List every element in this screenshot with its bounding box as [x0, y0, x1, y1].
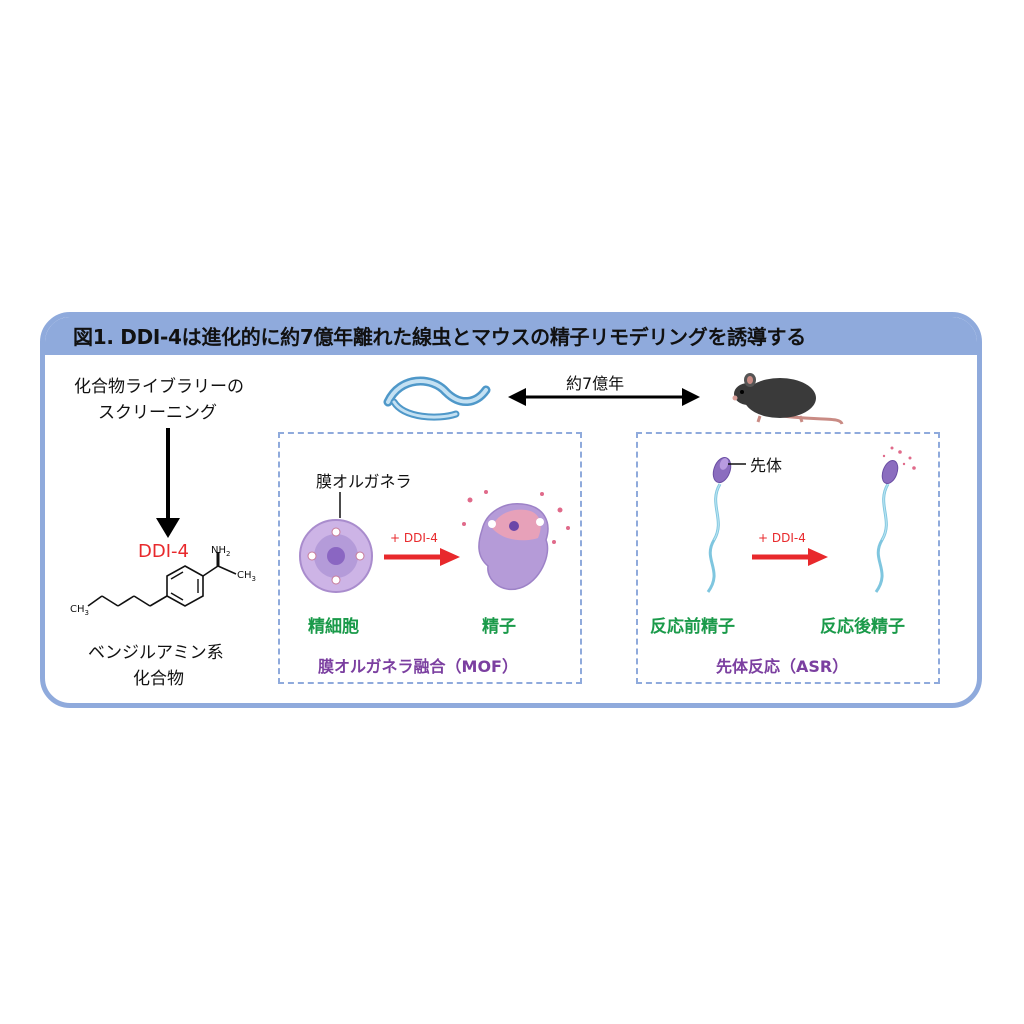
screening-down-arrow	[156, 428, 180, 538]
pre-acrosome-sperm	[706, 456, 732, 593]
asr-caption: 先体反応（ASR）	[716, 657, 849, 676]
mof-panel	[278, 432, 582, 684]
post-acrosome-sperm	[874, 446, 916, 593]
spermatid-cell	[299, 519, 373, 593]
asr-red-arrow	[752, 548, 828, 566]
spermatozoon-label: 精子	[482, 617, 516, 637]
pre-acrosome-label: 反応前精子	[650, 617, 735, 637]
screening-label-line2: スクリーニング	[98, 403, 217, 423]
spermatid-label: 精細胞	[308, 617, 359, 637]
compound-class-line2: 化合物	[133, 669, 184, 689]
spermatozoon-cell	[462, 490, 570, 591]
figure-title: 図1. DDI-4は進化的に約7億年離れた線虫とマウスの精子リモデリングを誘導す…	[73, 325, 806, 349]
acrosome-label: 先体	[750, 456, 783, 475]
screening-label-line1: 化合物ライブラリーの	[74, 377, 244, 397]
organelle-label: 膜オルガネラ	[316, 472, 412, 491]
mof-arrow-label: + DDI-4	[390, 531, 438, 545]
double-headed-arrow	[508, 388, 700, 406]
chem-nh2: NH2	[211, 545, 231, 558]
nematode-illustration	[383, 376, 491, 421]
compound-class-line1: ベンジルアミン系	[88, 643, 224, 663]
figure-title-bar	[45, 317, 977, 355]
figure-panel: 図1. DDI-4は進化的に約7億年離れた線虫とマウスの精子リモデリングを誘導す…	[40, 312, 982, 708]
asr-arrow-label: + DDI-4	[758, 531, 806, 545]
post-acrosome-label: 反応後精子	[820, 617, 905, 637]
mof-caption: 膜オルガネラ融合（MOF）	[318, 657, 518, 676]
mof-red-arrow	[384, 548, 460, 566]
chem-ch3-right: CH3	[237, 570, 256, 583]
chem-ch3-left: CH3	[70, 604, 89, 617]
asr-panel	[636, 432, 940, 684]
benzylamine-structure	[87, 552, 237, 607]
mouse-illustration	[732, 373, 844, 425]
distance-label: 約7億年	[566, 374, 625, 393]
acrosome-pointer-line	[728, 463, 746, 465]
organelle-pointer-line	[339, 492, 341, 518]
compound-name: DDI-4	[138, 541, 189, 562]
